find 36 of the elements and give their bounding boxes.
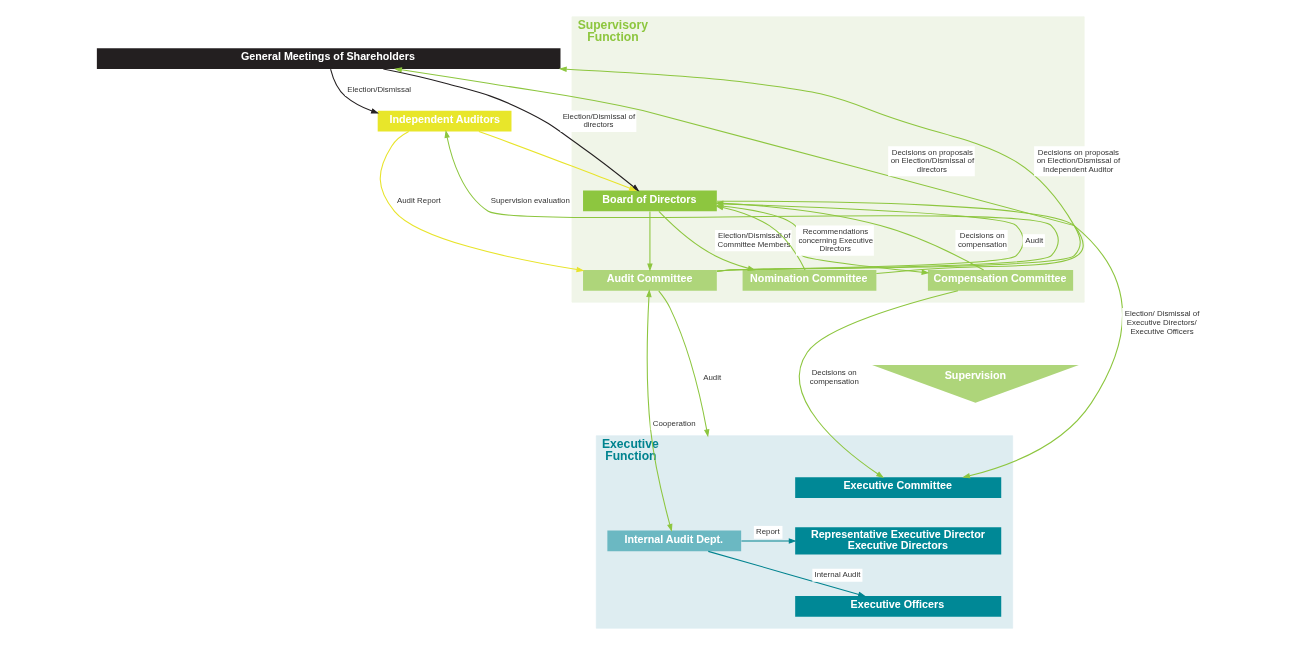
arrow xyxy=(478,131,637,192)
node-box: Representative Executive Director Executive Directors xyxy=(795,527,1002,555)
arrow xyxy=(647,210,653,272)
arrow xyxy=(444,130,1059,272)
node-box: Compensation Committee xyxy=(927,269,1074,291)
node-box: Executive Committee xyxy=(795,477,1002,498)
edge-label: Audit Report xyxy=(397,195,441,205)
edge-label: Decisions on proposals on Election/Dismissal of directors xyxy=(890,147,975,174)
node-box: Board of Directors xyxy=(583,190,717,212)
edge-label: Election/Dismissal of Committee Members xyxy=(717,231,791,249)
edge-label: Election/ Dismissal of Executive Directors/ Executive Officers xyxy=(1124,309,1200,336)
edge-label: Audit xyxy=(703,372,722,382)
node-box: Nomination Committee xyxy=(742,269,877,291)
node-box: Internal Audit Dept. xyxy=(607,530,742,552)
edge-label: Cooperation xyxy=(652,418,696,428)
node-box: Independent Auditors xyxy=(377,110,512,132)
node-box: Audit Committee xyxy=(583,269,717,291)
arrow xyxy=(740,538,797,544)
arrow xyxy=(658,290,710,438)
edge-label: Supervision evaluation xyxy=(490,195,570,205)
edge-label: Decisions on proposals on Election/Dismissal of Independent Auditor xyxy=(1036,147,1121,174)
edge-label: Recommendations concerning Executive Directors xyxy=(798,227,874,254)
arrow xyxy=(646,289,673,532)
node-box: General Meetings of Shareholders xyxy=(96,48,561,69)
arrow xyxy=(658,210,756,271)
edge-label: Election/Dismissal of directors xyxy=(562,111,636,130)
arrow xyxy=(379,131,585,273)
edge-label: Election/Dismissal xyxy=(347,84,412,94)
edge-label: Report xyxy=(756,527,780,537)
edge-label: Decisions on compensation xyxy=(809,368,859,386)
node-box: Executive Officers xyxy=(795,596,1002,617)
edge-label: Internal Audit xyxy=(814,570,861,580)
edge-label: Audit xyxy=(1025,235,1044,245)
arrow xyxy=(798,290,959,479)
arrow xyxy=(330,68,379,114)
edge-label: Decisions on compensation xyxy=(957,231,1007,249)
